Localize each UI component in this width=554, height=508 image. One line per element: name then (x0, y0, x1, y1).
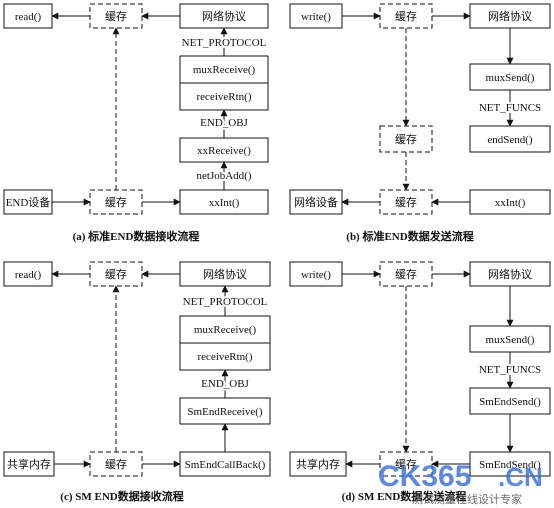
smendsend-label: SmEndSend() (479, 396, 541, 408)
net-device-label: 网络设备 (294, 195, 338, 209)
watermark-tld: .CN (498, 462, 543, 492)
read-label: read() (15, 269, 42, 281)
net-funcs-label: NET_FUNCS (479, 102, 541, 114)
read-box (3, 3, 53, 29)
panel-a: read() 缓存 网络协议 NET_PROTOCOL muxReceive()… (3, 3, 269, 243)
protocol-box (469, 3, 551, 29)
cache-bottom-label: 缓存 (105, 457, 127, 471)
watermark: CK365 .CN 测试测量在线设计专家 (378, 460, 543, 506)
smendreceive-box (179, 397, 271, 425)
cache-top-label: 缓存 (395, 9, 417, 23)
netjobadd-label: netJobAdd() (197, 170, 252, 182)
net-protocol-label: NET_PROTOCOL (183, 296, 268, 308)
smendreceive-label: SmEndReceive() (187, 406, 262, 418)
panel-c: read() 缓存 网络协议 NET_PROTOCOL muxReceive()… (3, 261, 271, 503)
shared-mem-label: 共享内存 (7, 457, 51, 471)
caption-b: (b) 标准END数据发送流程 (346, 229, 473, 243)
cache-mid-label: 缓存 (395, 132, 417, 146)
shared-mem-box (289, 451, 347, 477)
cache-bottom-label: 缓存 (105, 195, 127, 209)
caption-c: (c) SM END数据接收流程 (60, 489, 183, 503)
cache-bottom-label: 缓存 (395, 457, 417, 471)
shared-mem-box (3, 451, 55, 477)
smendsend2-box (469, 451, 551, 477)
mux-receive-label: muxReceive() (193, 64, 256, 76)
protocol-label: 网络协议 (488, 267, 532, 281)
xxint-label: xxInt() (209, 197, 240, 209)
protocol-label: 网络协议 (203, 267, 247, 281)
muxsend-box (469, 325, 551, 353)
muxsend-label: muxSend() (486, 334, 535, 346)
end-device-label: END设备 (6, 195, 51, 209)
protocol-label: 网络协议 (488, 9, 532, 23)
receive-rtn-label: receiveRtn() (197, 91, 252, 103)
end-obj-label: END_OBJ (200, 117, 248, 129)
cache-top-label: 缓存 (105, 267, 127, 281)
mux-receive-label: muxReceive() (194, 324, 257, 336)
end-obj-label: END_OBJ (201, 378, 249, 390)
net-funcs-label: NET_FUNCS (479, 364, 541, 376)
write-label: write() (301, 269, 331, 281)
muxsend-box (469, 63, 551, 91)
panel-b: write() 缓存 网络协议 muxSend() NET_FUNCS endS… (289, 3, 551, 243)
caption-d: (d) SM END数据发送流程 (342, 489, 467, 503)
protocol-box (469, 261, 551, 287)
xxint-box (469, 189, 551, 215)
xxreceive-label: xxReceive() (197, 145, 251, 157)
smendsend-box (469, 387, 551, 415)
receive-rtn-label: receiveRtn() (198, 351, 253, 363)
xxint-label: xxInt() (495, 197, 526, 209)
cache-top-label: 缓存 (395, 267, 417, 281)
muxsend-label: muxSend() (486, 72, 535, 84)
cache-top-label: 缓存 (105, 9, 127, 23)
caption-a: (a) 标准END数据接收流程 (73, 229, 200, 243)
cache-bottom-box (379, 451, 433, 477)
write-box (289, 3, 343, 29)
watermark-logo: CK365 (378, 460, 471, 493)
shared-mem-label: 共享内存 (296, 457, 340, 471)
protocol-label: 网络协议 (202, 9, 246, 23)
read-box (3, 261, 53, 287)
endsend-box (469, 125, 551, 153)
end-device-box (3, 189, 53, 215)
smendsend2-label: SmEndSend() (479, 459, 541, 471)
cache-top-box (89, 3, 143, 29)
watermark-tagline: 测试测量在线设计专家 (412, 492, 522, 506)
cache-mid-box (379, 125, 433, 153)
cache-bottom-label: 缓存 (395, 195, 417, 209)
panel-d: write() 缓存 网络协议 muxSend() NET_FUNCS SmEn… (289, 261, 551, 503)
write-label: write() (301, 11, 331, 23)
net-protocol-label: NET_PROTOCOL (182, 37, 267, 49)
smendcallback-label: SmEndCallBack() (185, 459, 266, 471)
endsend-label: endSend() (487, 134, 533, 146)
cache-bottom-box (379, 189, 433, 215)
read-label: read() (15, 11, 42, 23)
